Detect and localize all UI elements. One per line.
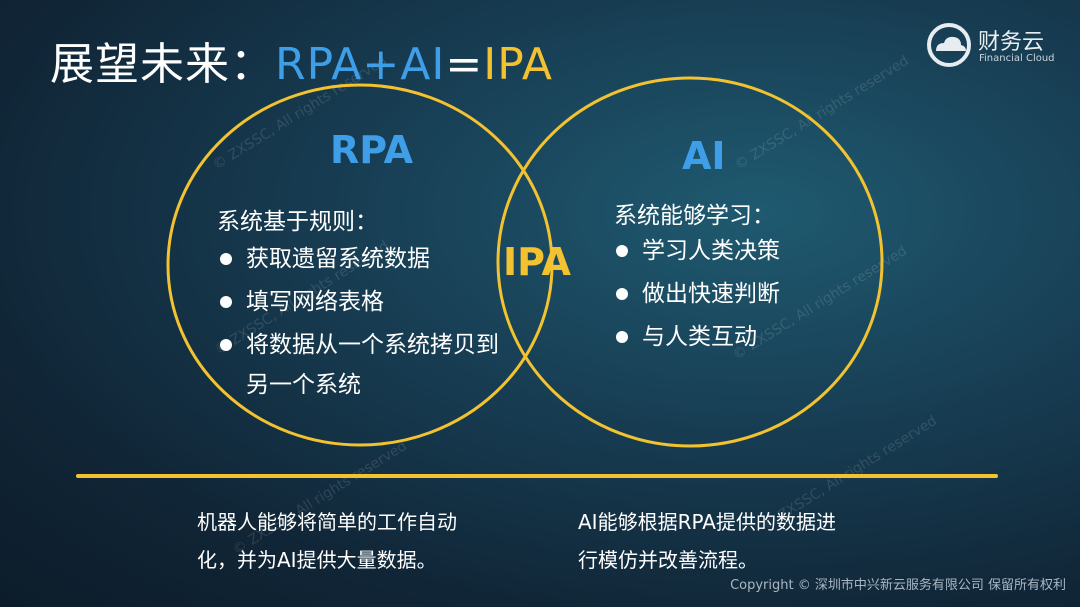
- logo-text-cn: 财务云: [978, 30, 1045, 55]
- ai-circle: [496, 76, 884, 448]
- list-item: 将数据从一个系统拷贝到: [218, 324, 499, 367]
- rpa-summary: 机器人能够将简单的工作自动 化，并为AI提供大量数据。: [197, 503, 457, 579]
- bullet-icon: [616, 245, 628, 257]
- brand-logo: 财务云 Financial Cloud: [926, 22, 1066, 72]
- ai-list: 学习人类决策 做出快速判断 与人类互动: [614, 230, 780, 359]
- logo-text-en: Financial Cloud: [979, 53, 1055, 64]
- list-item: 与人类互动: [614, 316, 780, 359]
- page-title: 展望未来：RPA+AI=IPA: [50, 28, 553, 92]
- bullet-icon: [616, 331, 628, 343]
- list-item: 填写网络表格: [218, 281, 499, 324]
- bullet-icon: [220, 339, 232, 351]
- title-equation-left: RPA+AI: [275, 39, 446, 90]
- list-item: 学习人类决策: [614, 230, 780, 273]
- title-prefix: 展望未来：: [50, 39, 275, 90]
- rpa-label: RPA: [330, 128, 414, 172]
- rpa-circle: [166, 83, 554, 447]
- ai-heading: 系统能够学习：: [614, 203, 775, 229]
- list-item-text: 做出快速判断: [642, 281, 780, 307]
- ipa-label: IPA: [503, 240, 571, 284]
- rpa-summary-line: 化，并为AI提供大量数据。: [197, 548, 437, 572]
- rpa-list-continuation: 另一个系统: [246, 372, 361, 398]
- list-item-text: 将数据从一个系统拷贝到: [246, 332, 499, 358]
- ai-summary-line: 行模仿并改善流程。: [578, 548, 758, 572]
- bullet-icon: [220, 253, 232, 265]
- copyright-notice: Copyright © 深圳市中兴新云服务有限公司 保留所有权利: [730, 578, 1066, 593]
- title-equals: =: [445, 39, 484, 90]
- list-item-text: 填写网络表格: [246, 289, 384, 315]
- bullet-icon: [616, 288, 628, 300]
- ai-summary-line: AI能够根据RPA提供的数据进: [578, 510, 836, 534]
- list-item-text: 获取遗留系统数据: [246, 246, 430, 272]
- cloud-logo-icon: [927, 23, 971, 67]
- divider-line: [76, 474, 998, 478]
- rpa-summary-line: 机器人能够将简单的工作自动: [197, 510, 457, 534]
- ai-label: AI: [682, 134, 726, 178]
- list-item: 做出快速判断: [614, 273, 780, 316]
- rpa-list: 获取遗留系统数据 填写网络表格 将数据从一个系统拷贝到: [218, 238, 499, 367]
- bullet-icon: [220, 296, 232, 308]
- list-item-text: 学习人类决策: [642, 238, 780, 264]
- title-equation-right: IPA: [483, 39, 554, 90]
- ai-summary: AI能够根据RPA提供的数据进 行模仿并改善流程。: [578, 503, 836, 579]
- list-item-text: 与人类互动: [642, 324, 757, 350]
- rpa-heading: 系统基于规则：: [217, 209, 378, 235]
- list-item: 获取遗留系统数据: [218, 238, 499, 281]
